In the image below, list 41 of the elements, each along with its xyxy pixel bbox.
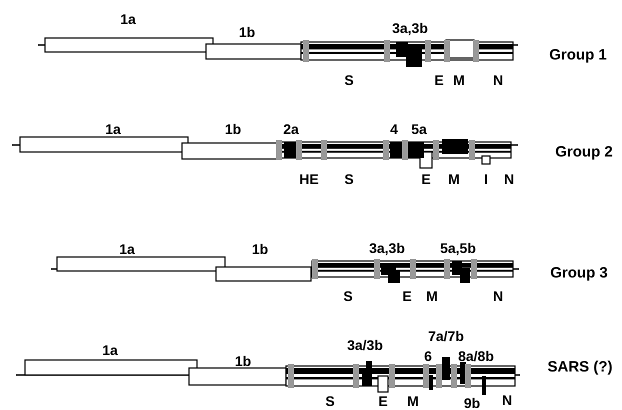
gene-label: 9b: [464, 396, 480, 410]
orf-label: 7a/7b: [428, 329, 464, 343]
gene-label: N: [492, 73, 504, 87]
orf-label: 5a: [411, 122, 427, 136]
gene-label: S: [344, 73, 354, 87]
orf-label: 1a: [102, 343, 118, 357]
gene-label: I: [484, 172, 488, 186]
orf-label: 4: [390, 122, 398, 136]
orf-label: 3a,3b: [369, 241, 405, 255]
gene-label: N: [504, 172, 514, 186]
orf-label: 2a: [283, 122, 299, 136]
gene-label: N: [492, 289, 504, 303]
gene-label: M: [426, 289, 438, 303]
gene-label: M: [407, 394, 419, 408]
gene-label: M: [448, 172, 460, 186]
orf-label: 1b: [234, 354, 252, 368]
gene-label: N: [502, 393, 512, 407]
gene-label: E: [434, 73, 444, 87]
group-label: SARS (?): [548, 360, 612, 374]
orf-label: 1a: [119, 242, 135, 256]
gene-label: S: [343, 289, 353, 303]
orf-label: 1a: [105, 122, 121, 136]
orf-label: 1b: [252, 242, 268, 256]
gene-label: S: [344, 172, 354, 186]
gene-label: M: [453, 73, 465, 87]
orf-label: 3a,3b: [392, 21, 428, 35]
orf-label: 1a: [120, 12, 136, 26]
gene-label: S: [325, 394, 335, 408]
group-label: Group 1: [549, 48, 607, 62]
gene-label: E: [378, 394, 388, 408]
orf-label: 3a/3b: [347, 338, 383, 352]
orf-label: 1b: [224, 122, 242, 136]
orf-label: 5a,5b: [440, 241, 476, 255]
gene-label: HE: [299, 172, 319, 186]
orf-label: 1b: [238, 25, 256, 39]
orf-label: 8a/8b: [458, 349, 494, 363]
group-label: Group 3: [550, 266, 608, 280]
gene-label: E: [402, 289, 412, 303]
group-label: Group 2: [555, 144, 613, 160]
gene-label: E: [421, 172, 431, 186]
orf-label: 6: [424, 349, 432, 363]
